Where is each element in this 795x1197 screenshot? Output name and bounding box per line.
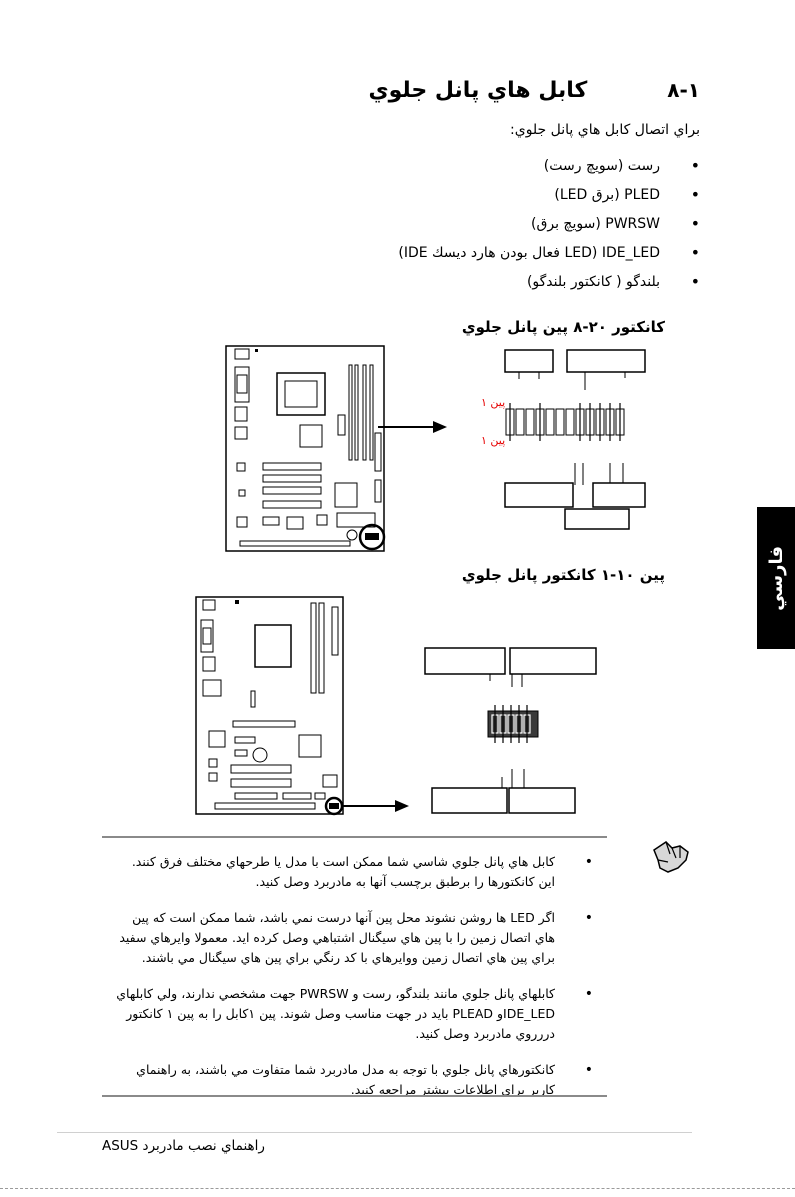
notes-bottom-rule (102, 1095, 607, 1097)
connector20-diagram (504, 349, 646, 530)
list-item: PLED (برق LED) (398, 185, 700, 216)
footer-rule (57, 1132, 692, 1133)
intro-text: براي اتصال کابل هاي پانل جلوي: (510, 122, 700, 138)
connector10-title: پين ۱۰-۱ کانکتور پانل جلوي (461, 566, 665, 584)
connector20-title: کانکتور ۲۰-۸ پين پانل جلوي (461, 318, 665, 336)
note-hand-icon (653, 841, 689, 873)
notes-top-rule (102, 836, 607, 838)
pin1-label-bottom: پين ۱ (481, 434, 506, 447)
pin1-label-top: پين ۱ (481, 396, 506, 409)
note-item: اگر LED ها روشن نشوند محل پين آنها درست … (115, 908, 593, 968)
note-item: کانکتورهاي پانل جلوي با توجه به مدل مادر… (115, 1060, 593, 1100)
notes-list: کابل هاي پانل جلوي شاسي شما ممکن است با … (115, 852, 593, 1116)
cable-list: رست (سويچ رست) PLED (برق LED) PWRSW (سوي… (398, 156, 700, 303)
footer-text: راهنماي نصب مادربرد ASUS (102, 1138, 265, 1154)
section-number: ۸-۱ (667, 78, 700, 102)
list-item: IDE_LED (LED فعال بودن هارد ديسك IDE) (398, 243, 700, 274)
section-header: ۸-۱ کابل هاي پانل جلوي (368, 78, 700, 103)
list-item: PWRSW (سويچ برق) (398, 214, 700, 245)
list-item: رست (سويچ رست) (398, 156, 700, 187)
page-edge (0, 1188, 795, 1189)
note-item: کابلهاي پانل جلوي مانند بلندگو، رست و PW… (115, 984, 593, 1044)
list-item: بلندگو ( کانکتور بلندگو) (398, 272, 700, 303)
connector10-diagram (424, 647, 597, 814)
motherboard-diagram-1 (225, 345, 447, 552)
section-title: کابل هاي پانل جلوي (368, 78, 588, 103)
language-tab: فارسي (757, 507, 795, 649)
note-item: کابل هاي پانل جلوي شاسي شما ممکن است با … (115, 852, 593, 892)
motherboard-diagram-2 (195, 596, 409, 816)
